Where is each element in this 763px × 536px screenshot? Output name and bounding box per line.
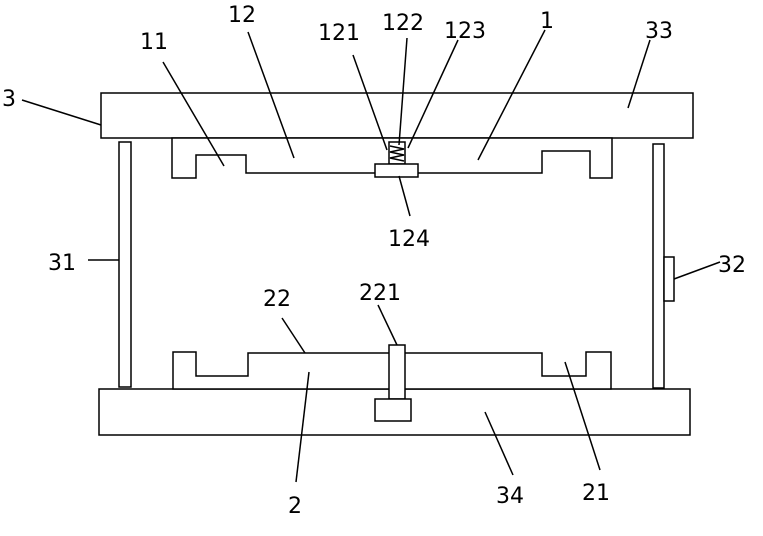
label-1: 1 — [540, 9, 554, 34]
label-32: 32 — [718, 253, 746, 278]
leader-124 — [399, 176, 410, 216]
label-2: 2 — [288, 494, 302, 519]
ejector-pin — [389, 345, 405, 399]
ejector-block — [375, 164, 418, 177]
side-knob — [664, 257, 674, 301]
leader-22 — [282, 318, 305, 353]
top-plate — [101, 93, 693, 138]
label-121: 121 — [318, 21, 360, 46]
label-22: 22 — [263, 287, 291, 312]
label-123: 123 — [444, 19, 486, 44]
label-3: 3 — [2, 87, 16, 112]
label-122: 122 — [382, 11, 424, 36]
left-support-rod — [119, 142, 131, 387]
label-33: 33 — [645, 19, 673, 44]
label-31: 31 — [48, 251, 76, 276]
label-34: 34 — [496, 484, 524, 509]
leader-221 — [378, 305, 397, 345]
label-124: 124 — [388, 227, 430, 252]
leader-32 — [674, 262, 720, 279]
label-221: 221 — [359, 281, 401, 306]
label-12: 12 — [228, 3, 256, 28]
right-support-rod — [653, 144, 664, 388]
leader-3 — [22, 100, 101, 125]
label-11: 11 — [140, 30, 168, 55]
pin-base — [375, 399, 411, 421]
label-21: 21 — [582, 481, 610, 506]
